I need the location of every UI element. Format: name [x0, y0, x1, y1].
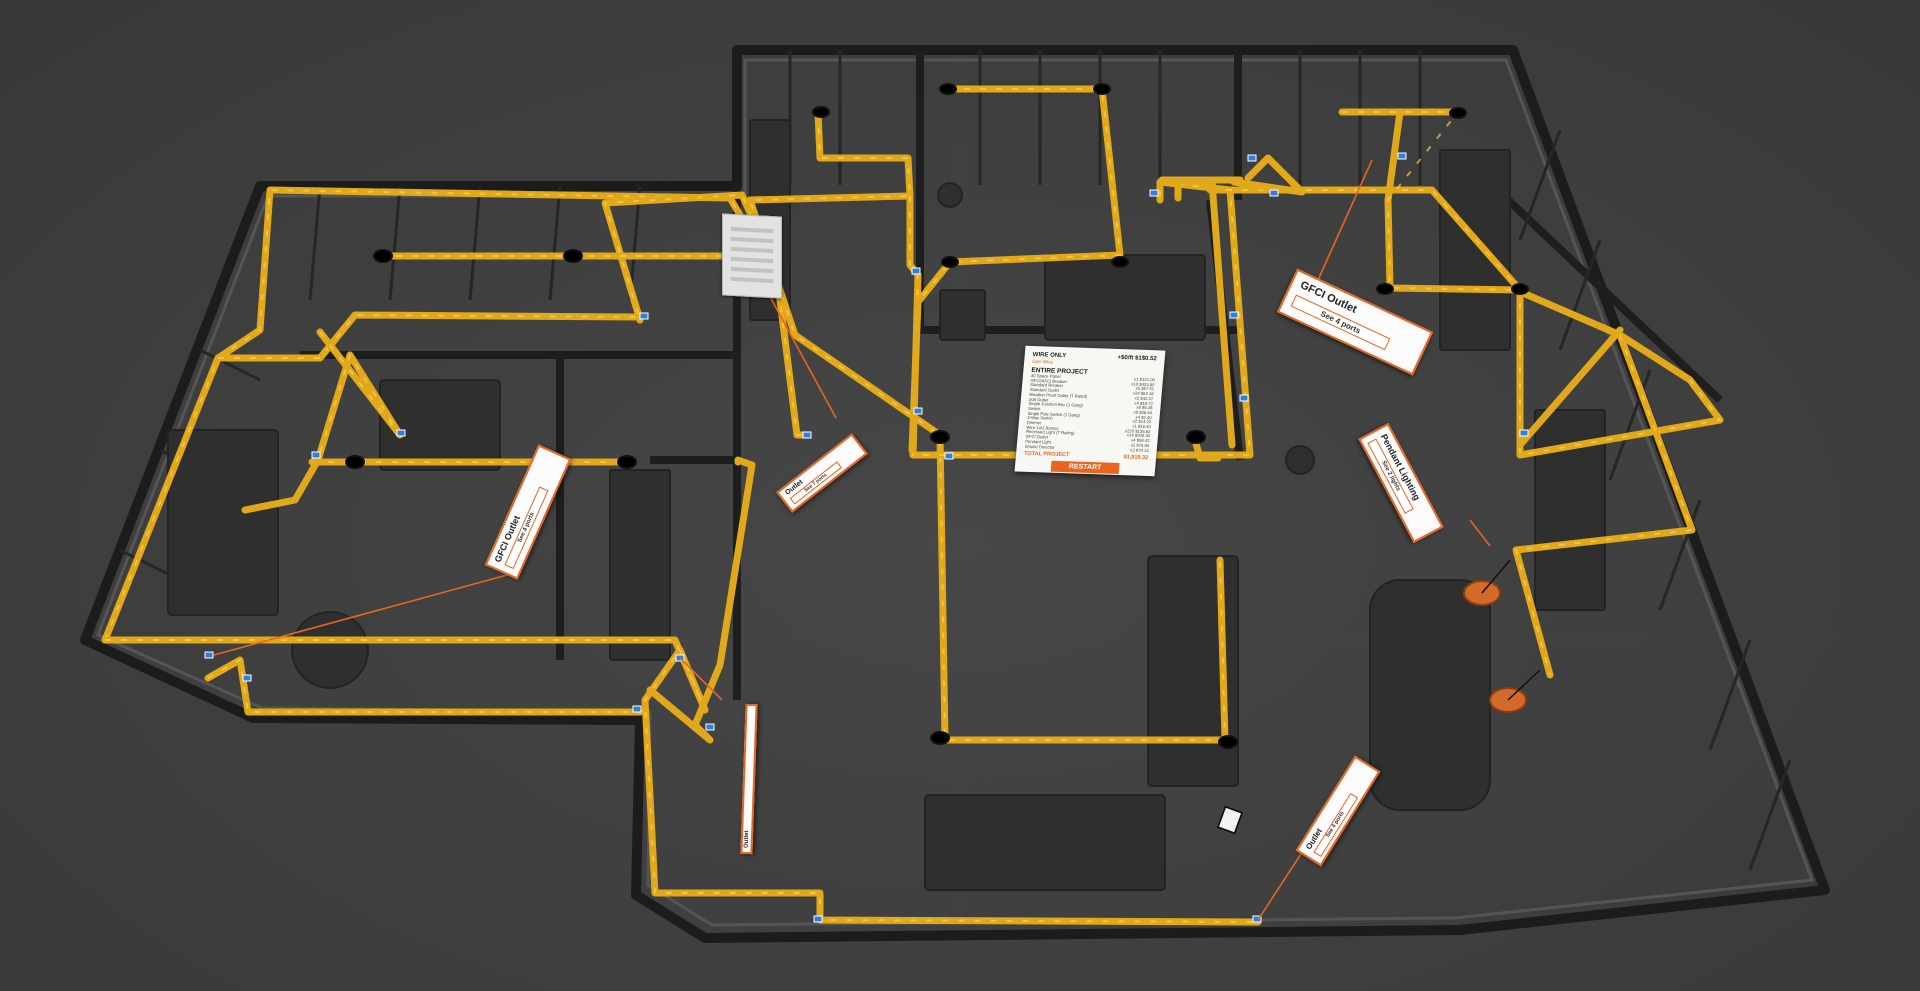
line-item-name: Smoke Detector	[1024, 443, 1056, 450]
line-item-qty: x3	[1130, 446, 1135, 453]
plant-2	[937, 182, 963, 208]
furniture	[167, 119, 1606, 891]
outlet-marker	[1269, 189, 1279, 197]
sectional-sofa	[924, 794, 1166, 891]
electrical-panel-icon[interactable]	[722, 213, 782, 299]
dining-table	[1369, 579, 1491, 811]
recessed-lights	[345, 83, 1529, 749]
outlet-marker	[1252, 915, 1262, 923]
receipt-total-value: $1,919.32	[1123, 454, 1149, 462]
outlet-marker	[911, 267, 921, 275]
line-item-qty-price: x3 $74.14	[1130, 446, 1149, 453]
wire-run-8	[646, 456, 756, 744]
outlet-marker	[632, 705, 642, 713]
recessed-light	[939, 83, 957, 95]
outlet-marker	[1149, 189, 1159, 197]
breaker-slot	[731, 266, 773, 274]
outlet-marker	[311, 451, 321, 459]
recessed-light	[563, 249, 583, 263]
recessed-light	[1093, 83, 1111, 95]
project-cost-receipt: WIRE ONLY +$0/ft $1$0.52 See Wire ENTIRE…	[1014, 345, 1166, 477]
bed-left	[167, 429, 279, 616]
recessed-light	[941, 256, 959, 268]
outlet-marker	[1519, 429, 1529, 437]
breaker-slot	[731, 276, 773, 284]
breaker-slot	[731, 256, 773, 264]
recessed-light	[617, 455, 637, 469]
recessed-light	[1376, 283, 1394, 295]
wardrobe	[1439, 149, 1511, 351]
leader-lines	[213, 159, 1491, 921]
wire-run-7	[241, 328, 404, 514]
receipt-total-label: TOTAL PROJECT	[1023, 450, 1070, 459]
plant	[1285, 445, 1315, 475]
line-item-price: $74.14	[1135, 447, 1149, 453]
cabinet	[1534, 409, 1606, 611]
interior-walls	[300, 50, 1723, 700]
recessed-light	[1111, 256, 1129, 268]
outlet-marker	[639, 312, 649, 320]
breaker-slot	[731, 236, 773, 244]
dresser	[379, 379, 501, 471]
recessed-light	[930, 731, 950, 745]
wire-run-19	[1191, 436, 1222, 462]
outlet-marker	[204, 651, 214, 659]
sofa	[1147, 555, 1239, 787]
outlet-marker	[396, 429, 406, 437]
receipt-header-left: WIRE ONLY	[1032, 351, 1067, 360]
wire-run-16	[1516, 326, 1624, 449]
armchair	[939, 289, 986, 341]
outlet-marker	[705, 723, 715, 731]
wiring	[101, 85, 1724, 926]
bed	[1044, 254, 1206, 341]
wire-run-18	[1174, 176, 1236, 449]
receipt-subheader-left: See Wire	[1031, 358, 1053, 366]
round-chair	[291, 611, 369, 689]
recessed-light	[812, 106, 830, 118]
recessed-light	[345, 455, 365, 469]
breaker-slot	[731, 246, 773, 254]
recessed-light	[1218, 735, 1238, 749]
breaker-slot	[731, 226, 773, 234]
wire-run-3	[204, 656, 644, 716]
recessed-light	[1511, 283, 1529, 295]
recessed-light	[930, 430, 950, 444]
kitchen-counter	[609, 469, 671, 661]
wire-run-15	[1230, 154, 1306, 196]
recessed-light	[373, 249, 393, 263]
outlet-marker	[1229, 311, 1239, 319]
restart-button[interactable]: RESTART	[1050, 460, 1120, 475]
outlet-marker	[1239, 394, 1249, 402]
outlet-marker	[813, 915, 823, 923]
card-title: Outlet	[743, 830, 751, 849]
outlet-marker	[944, 452, 954, 460]
outlet-marker	[802, 431, 812, 439]
pendant-lights	[1463, 559, 1541, 713]
recessed-light	[1186, 430, 1206, 444]
outlet-marker	[242, 674, 252, 682]
outlet-marker	[913, 407, 923, 415]
outlet-marker	[1397, 152, 1407, 160]
recessed-light	[1449, 107, 1467, 119]
outlet-marker	[1247, 154, 1257, 162]
